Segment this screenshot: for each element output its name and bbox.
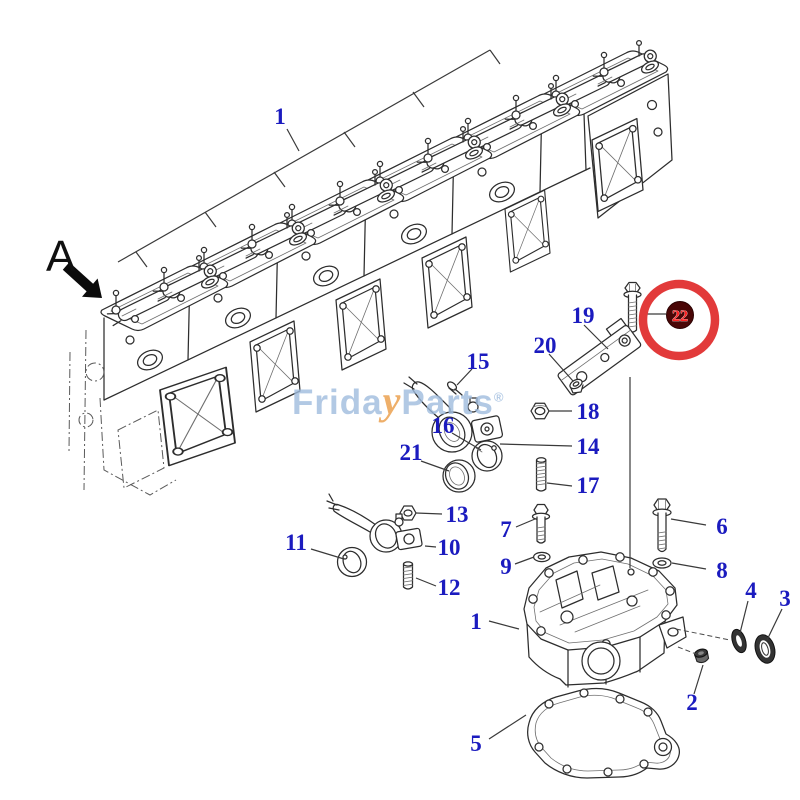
- registered-mark: ®: [493, 389, 504, 405]
- part-bushing-11: [336, 546, 368, 578]
- view-a-label: A: [46, 232, 76, 281]
- part-washer-9: [532, 551, 551, 563]
- part-stud-12: [402, 561, 414, 590]
- part-bolt-6: [652, 498, 672, 553]
- part-bushing-16: [471, 440, 503, 472]
- assembly-front-wall: [103, 98, 591, 401]
- part-bolt-22: [623, 281, 642, 333]
- cylinder-head-assembly: [68, 39, 673, 496]
- part-nut-18: [530, 402, 550, 420]
- leader-lines: [117, 49, 783, 740]
- part-rocker-arm-10: [326, 493, 423, 553]
- highlighted-part-badge: [666, 301, 694, 329]
- part-cover-housing-1: [523, 551, 687, 688]
- view-a-arrow: [62, 262, 102, 298]
- assembly-cylinder-modules: [100, 39, 669, 332]
- assembly-end-wall: [587, 73, 673, 219]
- part-washer-8: [652, 557, 672, 569]
- assembly-hidden-lines: [68, 329, 177, 496]
- watermark-text-frida: Frida: [292, 383, 383, 422]
- watermark-text-parts: Parts: [401, 383, 494, 422]
- highlight-ring: [638, 279, 720, 361]
- part-seal-3: [754, 634, 776, 664]
- part-plug-20: [569, 378, 584, 394]
- part-bushing-21: [442, 459, 476, 493]
- part-bolt-7: [531, 503, 551, 544]
- part-bracket-19: [557, 317, 642, 396]
- part-disc-4: [731, 628, 747, 654]
- part-plug-2: [694, 648, 710, 664]
- part-stud-17: [535, 457, 547, 492]
- watermark-swoosh-y: y: [382, 378, 402, 423]
- highlighted-part-number: 22: [672, 308, 688, 325]
- part-pin-15: [446, 381, 463, 396]
- part-gasket-5: [527, 687, 681, 779]
- part-rocker-arm-14: [403, 376, 504, 453]
- watermark: FridayParts®: [292, 377, 504, 424]
